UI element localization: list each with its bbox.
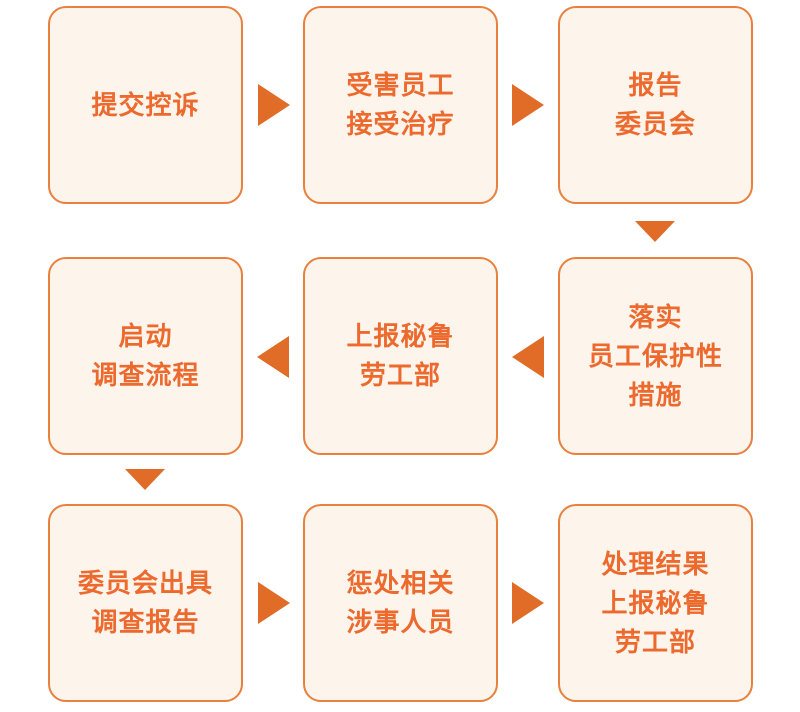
flow-node-launch-investigation: 启动 调查流程 [48,257,243,455]
arrow-left-icon [257,336,289,378]
flow-node-employee-treatment: 受害员工 接受治疗 [303,6,498,204]
arrow-left-icon [512,336,544,378]
arrow-right-icon [258,582,290,624]
arrow-right-icon [512,84,544,126]
flow-node-report-results: 处理结果 上报秘鲁 劳工部 [558,504,753,702]
arrow-right-icon [258,84,290,126]
flow-node-punish-personnel: 惩处相关 涉事人员 [303,504,498,702]
flow-node-report-committee: 报告 委员会 [558,6,753,204]
flow-node-report-peru-labor: 上报秘鲁 劳工部 [303,257,498,455]
flow-node-committee-issues-report: 委员会出具 调查报告 [48,504,243,702]
arrow-down-icon [125,469,165,490]
flow-node-submit-complaint: 提交控诉 [48,6,243,204]
flow-node-protective-measures: 落实 员工保护性 措施 [558,257,753,455]
arrow-down-icon [635,221,675,242]
arrow-right-icon [512,582,544,624]
